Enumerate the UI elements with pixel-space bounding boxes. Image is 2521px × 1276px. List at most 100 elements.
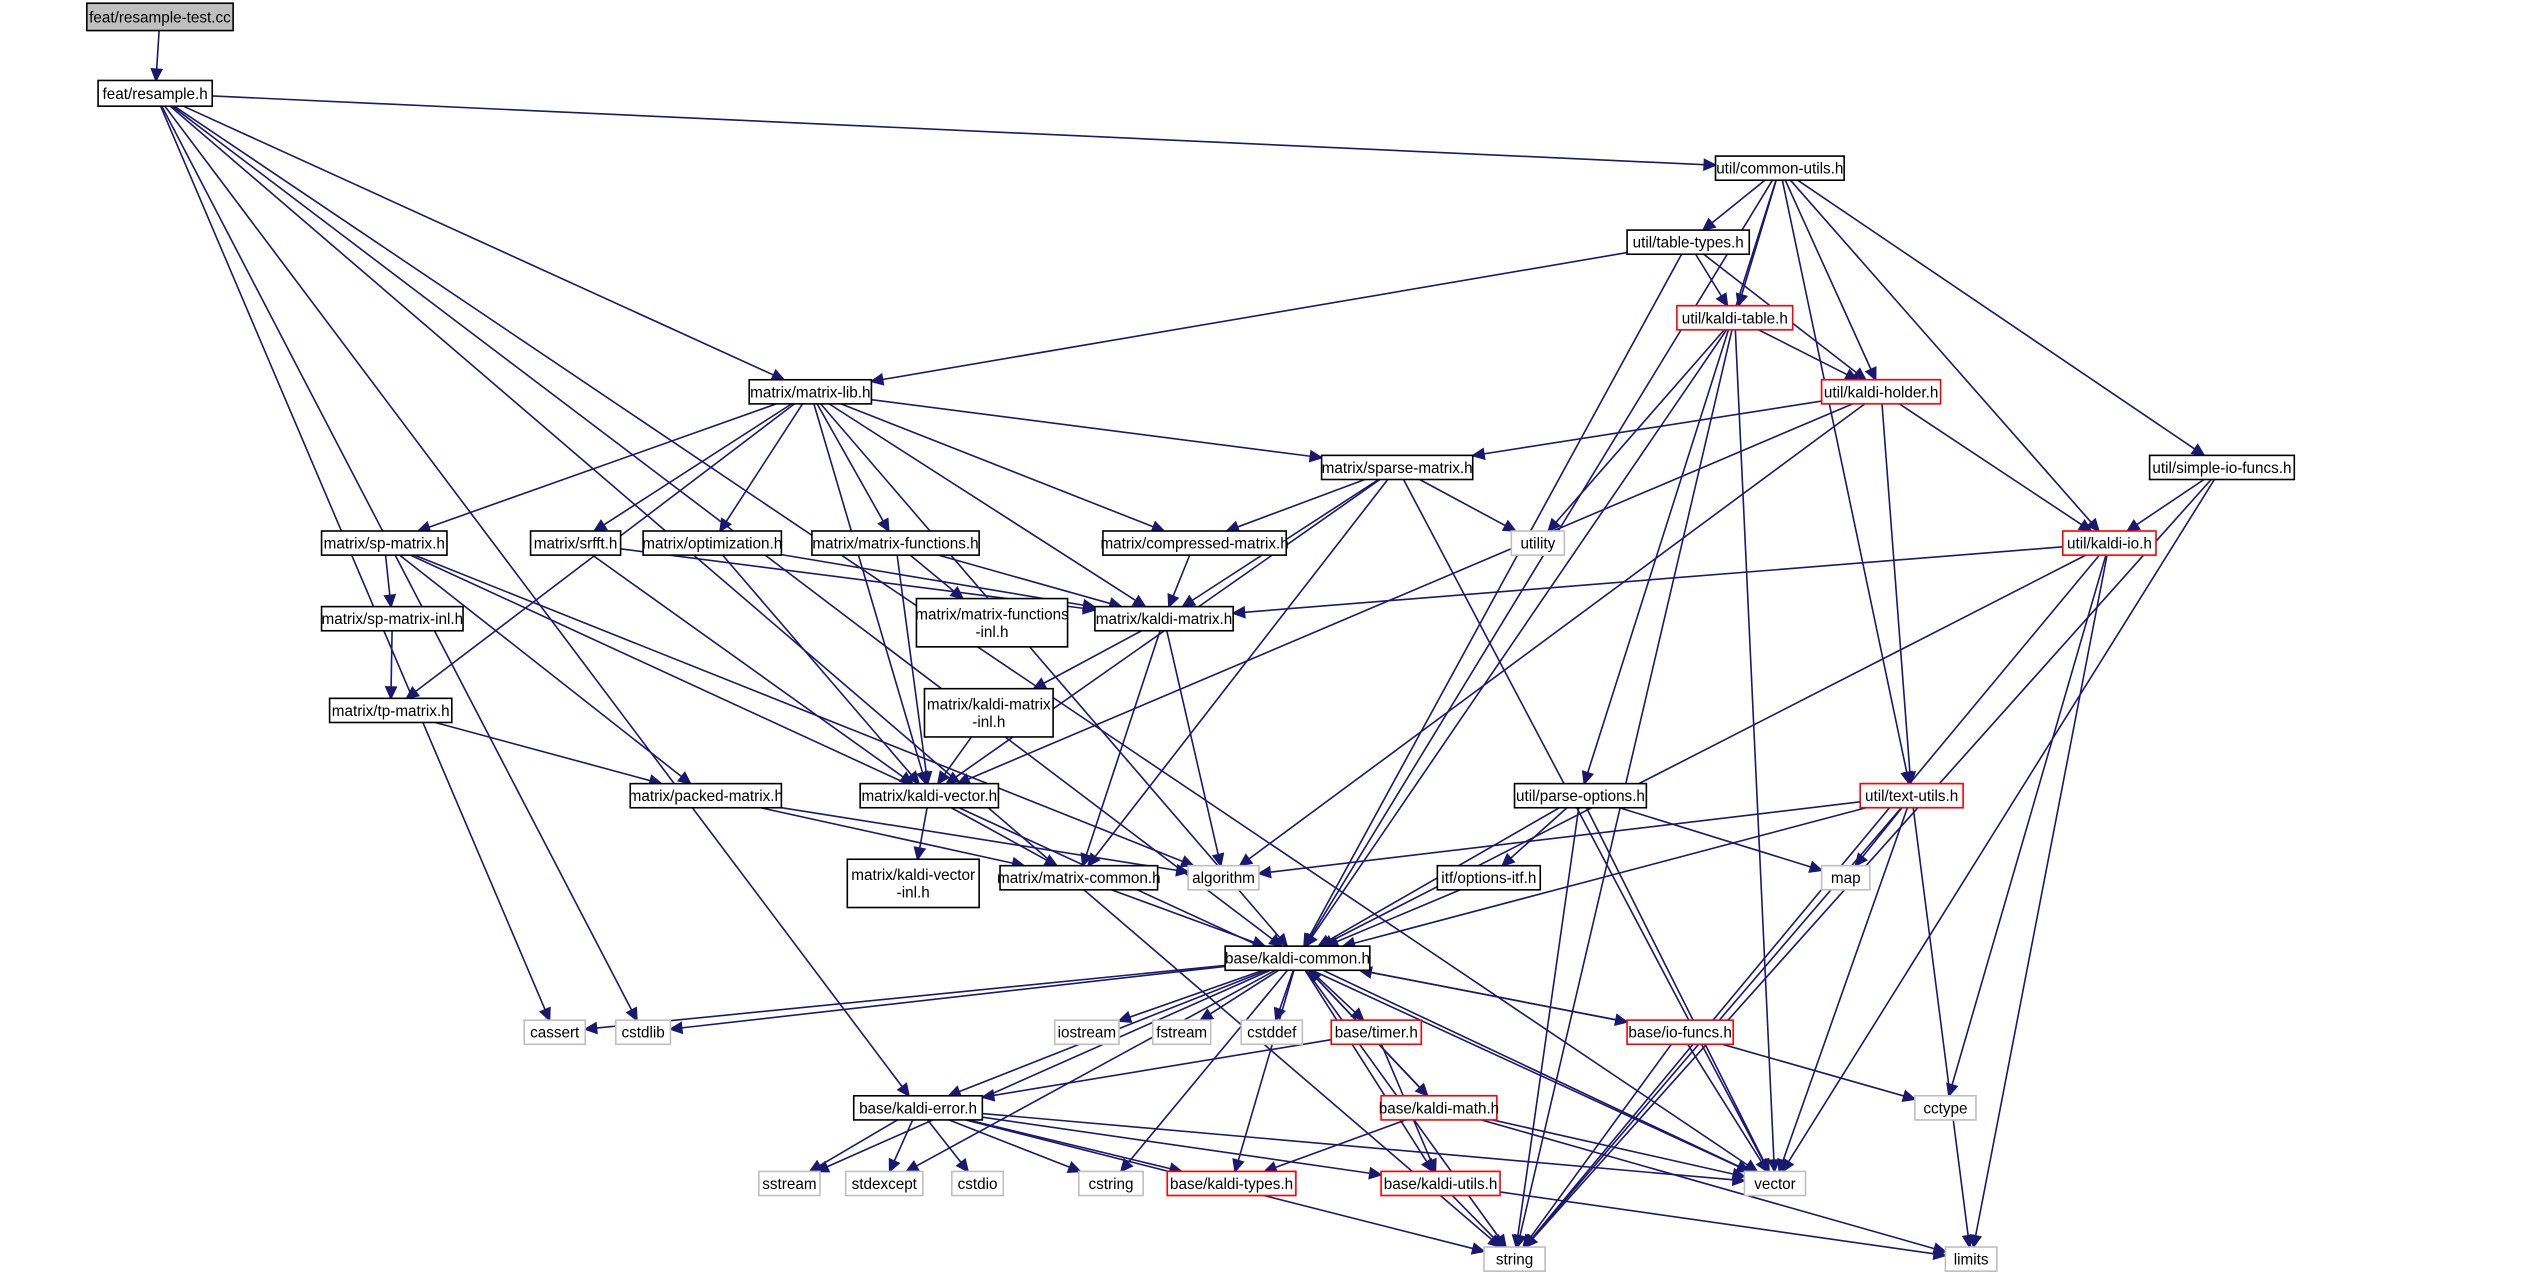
edge-line <box>1722 1043 1905 1097</box>
arrowhead-icon <box>955 1157 970 1173</box>
node-packed-matrix[interactable]: matrix/packed-matrix.h <box>629 782 783 809</box>
node-options-itf[interactable]: itf/options-itf.h <box>1436 864 1542 891</box>
node-kaldi-vector-inl[interactable]: matrix/kaldi-vector-inl.h <box>846 858 980 909</box>
node-kaldi-table[interactable]: util/kaldi-table.h <box>1676 304 1794 331</box>
node-matrix-common[interactable]: matrix/matrix-common.h <box>997 864 1161 891</box>
edge-line <box>1531 554 2100 1239</box>
edge-line <box>918 807 928 849</box>
node-label: itf/options-itf.h <box>1441 870 1536 887</box>
edge-kaldi_io-to-string <box>1523 554 2100 1249</box>
arrowhead-icon <box>2125 518 2141 533</box>
node-label: util/kaldi-holder.h <box>1824 384 1939 401</box>
edge-line <box>1308 253 1683 937</box>
arrowhead-icon <box>383 593 397 609</box>
edge-line <box>1311 329 1728 938</box>
edge-line <box>781 553 1084 607</box>
node-matrix-lib[interactable]: matrix/matrix-lib.h <box>748 378 873 405</box>
node-kaldi-vector[interactable]: matrix/kaldi-vector.h <box>859 782 1000 809</box>
node-label: cstring <box>1089 1176 1134 1193</box>
arrowhead-icon <box>583 1021 598 1035</box>
node-kaldi-holder[interactable]: util/kaldi-holder.h <box>1820 378 1942 405</box>
edge-kaldi_io-to-kaldi_common <box>1319 554 2087 948</box>
node-kaldi-matrix[interactable]: matrix/kaldi-matrix.h <box>1094 605 1234 632</box>
node-kaldi-utils[interactable]: base/kaldi-utils.h <box>1380 1170 1501 1197</box>
arrowhead-icon <box>1731 1173 1747 1187</box>
edge-line <box>967 1119 1171 1170</box>
node-string: string <box>1483 1246 1546 1272</box>
node-box <box>1320 454 1474 481</box>
edge-parse_options-to-map <box>1619 806 1824 873</box>
node-sp-matrix[interactable]: matrix/sp-matrix.h <box>320 530 448 556</box>
edge-line <box>882 251 1628 381</box>
node-fstream: fstream <box>1151 1019 1212 1046</box>
node-box <box>1714 155 1845 182</box>
node-simple-io[interactable]: util/simple-io-funcs.h <box>2148 454 2296 481</box>
arrowhead-icon <box>1066 1161 1082 1173</box>
node-map: map <box>1820 864 1871 891</box>
node-parse-options[interactable]: util/parse-options.h <box>1513 782 1648 809</box>
edge-line <box>212 95 1705 166</box>
node-kaldi-error[interactable]: base/kaldi-error.h <box>852 1094 984 1121</box>
edge-common_utils-to-kaldi_holder <box>1784 179 1877 382</box>
node-table-types[interactable]: util/table-types.h <box>1626 229 1751 256</box>
node-matrix-functions-inl[interactable]: matrix/matrix-functions-inl.h <box>915 597 1069 648</box>
arrowhead-icon <box>770 368 786 381</box>
edge-line <box>1269 801 1861 874</box>
node-resample[interactable]: feat/resample.h <box>97 79 214 108</box>
node-kaldi-types[interactable]: base/kaldi-types.h <box>1166 1170 1297 1197</box>
edge-sp_matrix-to-sp_matrix_inl <box>383 555 397 609</box>
node-utility: utility <box>1510 530 1566 556</box>
edge-resample-to-cassert <box>159 105 551 1022</box>
node-timer[interactable]: base/timer.h <box>1330 1019 1423 1046</box>
node-sp-matrix-inl[interactable]: matrix/sp-matrix-inl.h <box>320 605 464 632</box>
node-sparse-matrix[interactable]: matrix/sparse-matrix.h <box>1320 454 1474 481</box>
node-label: base/timer.h <box>1335 1025 1418 1042</box>
node-text-utils[interactable]: util/text-utils.h <box>1859 782 1964 809</box>
node-srfft[interactable]: matrix/srfft.h <box>529 530 622 556</box>
edge-line <box>826 969 1271 1168</box>
node-kaldi-matrix-inl[interactable]: matrix/kaldi-matrix-inl.h <box>923 687 1054 738</box>
node-box <box>852 1094 984 1121</box>
node-kaldi-math[interactable]: base/kaldi-math.h <box>1379 1094 1499 1121</box>
node-matrix-functions[interactable]: matrix/matrix-functions.h <box>811 530 980 556</box>
node-optimization[interactable]: matrix/optimization.h <box>642 530 782 556</box>
arrowhead-icon <box>1864 366 1877 382</box>
node-box <box>859 782 1000 809</box>
edge-line <box>1129 969 1264 1018</box>
node-box <box>1380 1170 1501 1197</box>
arrowhead-icon <box>1703 158 1718 172</box>
node-tp-matrix[interactable]: matrix/tp-matrix.h <box>328 697 453 724</box>
edge-line <box>384 555 391 596</box>
edge-line <box>1492 1119 1734 1175</box>
node-box <box>86 2 234 32</box>
node-box <box>614 1019 672 1046</box>
arrowhead-icon <box>384 686 398 701</box>
edge-line <box>1172 554 1191 597</box>
node-label: cstdlib <box>621 1025 664 1042</box>
node-box <box>1436 864 1542 891</box>
node-box <box>1102 530 1288 556</box>
arrowhead-icon <box>1470 1242 1486 1255</box>
node-label: base/kaldi-utils.h <box>1384 1176 1498 1193</box>
arrowhead-icon <box>1304 932 1318 948</box>
edge-line <box>950 807 1048 861</box>
node-compressed-matrix[interactable]: matrix/compressed-matrix.h <box>1100 530 1289 556</box>
arrowhead-icon <box>949 585 965 600</box>
edge-compressed_matrix-to-kaldi_matrix <box>1167 554 1191 609</box>
edge-text_utils-to-kaldi_common <box>1341 806 1867 950</box>
arrowhead-icon <box>592 519 608 533</box>
node-root[interactable]: feat/resample-test.cc <box>86 2 234 32</box>
node-io-funcs[interactable]: base/io-funcs.h <box>1626 1019 1734 1046</box>
arrowhead-icon <box>888 1157 901 1174</box>
node-box <box>1510 530 1566 556</box>
edge-text_utils-to-limits <box>1912 807 1975 1249</box>
node-kaldi-common[interactable]: base/kaldi-common.h <box>1224 945 1371 972</box>
arrowhead-icon <box>1211 852 1225 868</box>
edge-kaldi_common-to-cassert <box>583 964 1226 1035</box>
edge-line <box>1274 1119 1407 1169</box>
node-box <box>1078 1170 1144 1197</box>
node-common-utils[interactable]: util/common-utils.h <box>1714 155 1845 182</box>
edge-line <box>1322 969 1740 1168</box>
edge-kaldi_io-to-kaldi_matrix <box>1231 545 2063 619</box>
node-kaldi-io[interactable]: util/kaldi-io.h <box>2061 530 2157 556</box>
